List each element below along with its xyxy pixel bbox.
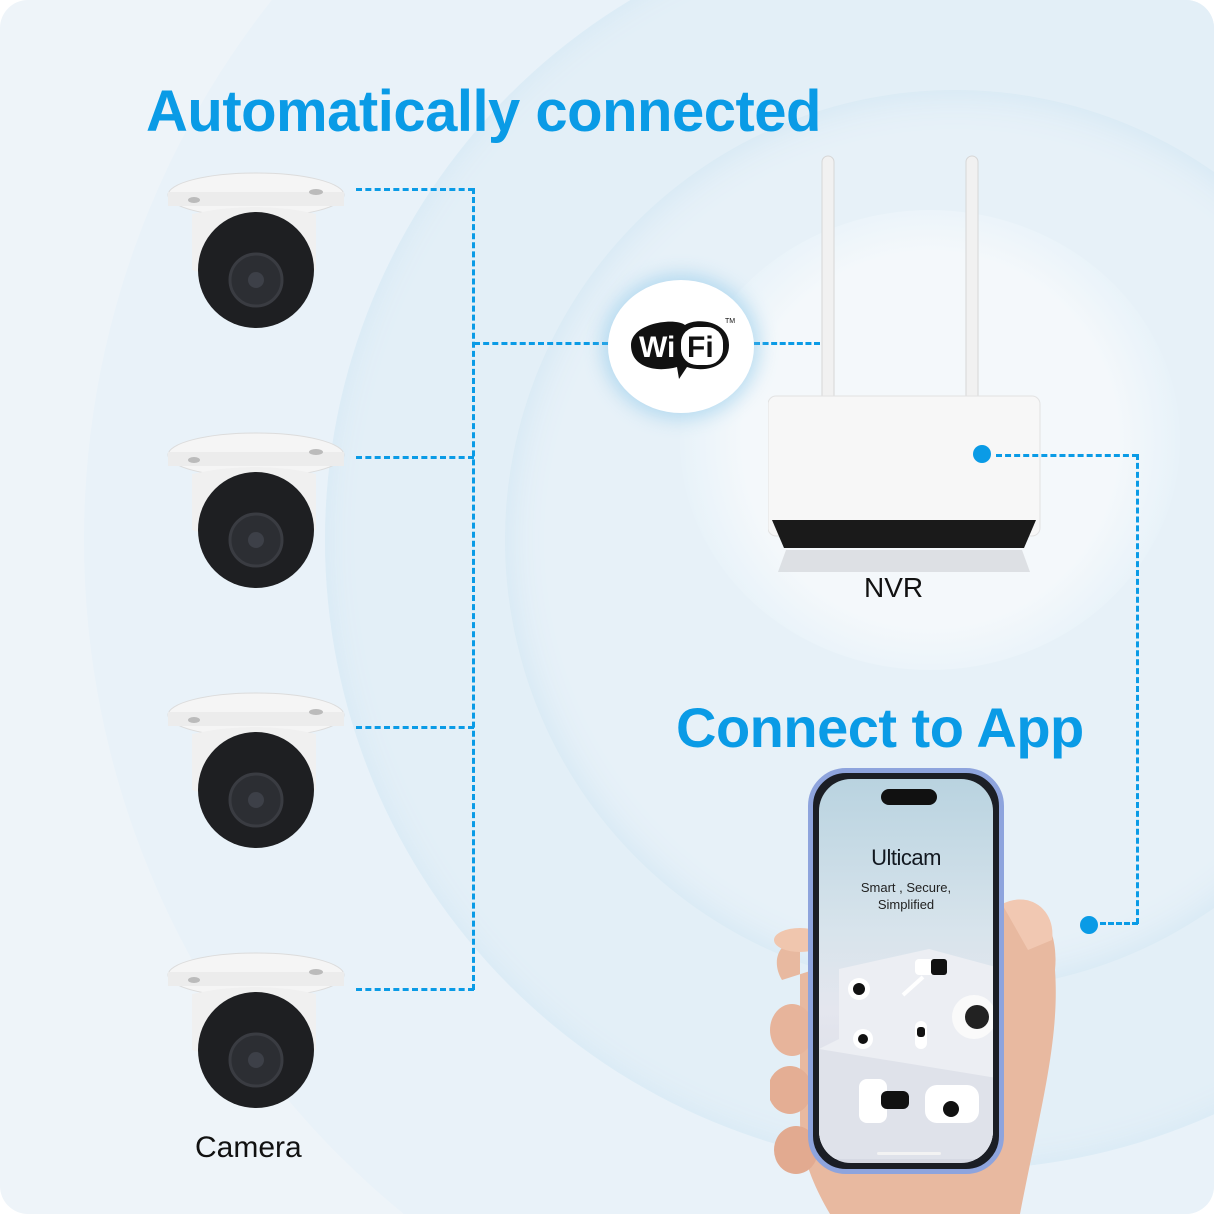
app-tagline: Smart , Secure, Simplified: [819, 879, 993, 913]
home-indicator: [877, 1152, 941, 1155]
connector-camera-1: [356, 188, 474, 191]
connector-bus-to-wifi: [474, 342, 608, 345]
nvr-label: NVR: [864, 572, 924, 603]
camera-4: [167, 952, 345, 1108]
app-connector-dot: [1080, 916, 1098, 934]
svg-text:Wi: Wi: [639, 331, 675, 364]
dynamic-island: [881, 789, 937, 805]
smartphone: Ulticam Smart , Secure, Simplified: [808, 768, 1004, 1174]
svg-text:TM: TM: [725, 318, 735, 325]
tagline-line-2: Simplified: [877, 897, 935, 912]
svg-text:Fi: Fi: [687, 331, 714, 364]
camera-3: [167, 692, 345, 848]
phone-screen: Ulticam Smart , Secure, Simplified: [819, 779, 993, 1163]
connector-wifi-to-nvr: [754, 342, 820, 345]
product-lineup-image: [819, 949, 993, 1159]
wifi-logo-icon: Wi Fi TM: [631, 318, 735, 379]
headline: Automatically connected: [146, 79, 821, 144]
subheadline: Connect to App: [676, 696, 1084, 759]
nvr-connector-dot: [973, 445, 991, 463]
connector-nvr-to-app-top: [996, 454, 1138, 457]
camera-label: Camera: [195, 1131, 302, 1164]
tagline-line-1: Smart , Secure,: [860, 880, 952, 895]
connector-camera-2: [356, 456, 474, 459]
connector-nvr-to-app-bottom: [1100, 922, 1138, 925]
camera-2: [167, 432, 345, 588]
camera-1: [167, 172, 345, 328]
connector-camera-4: [356, 988, 474, 991]
connector-bus: [472, 188, 475, 990]
connector-nvr-to-app-vertical: [1136, 454, 1139, 924]
nvr-device: [768, 155, 1041, 572]
app-brand-name: Ulticam: [871, 845, 941, 870]
connector-camera-3: [356, 726, 474, 729]
wifi-badge: Wi Fi TM: [608, 280, 754, 413]
